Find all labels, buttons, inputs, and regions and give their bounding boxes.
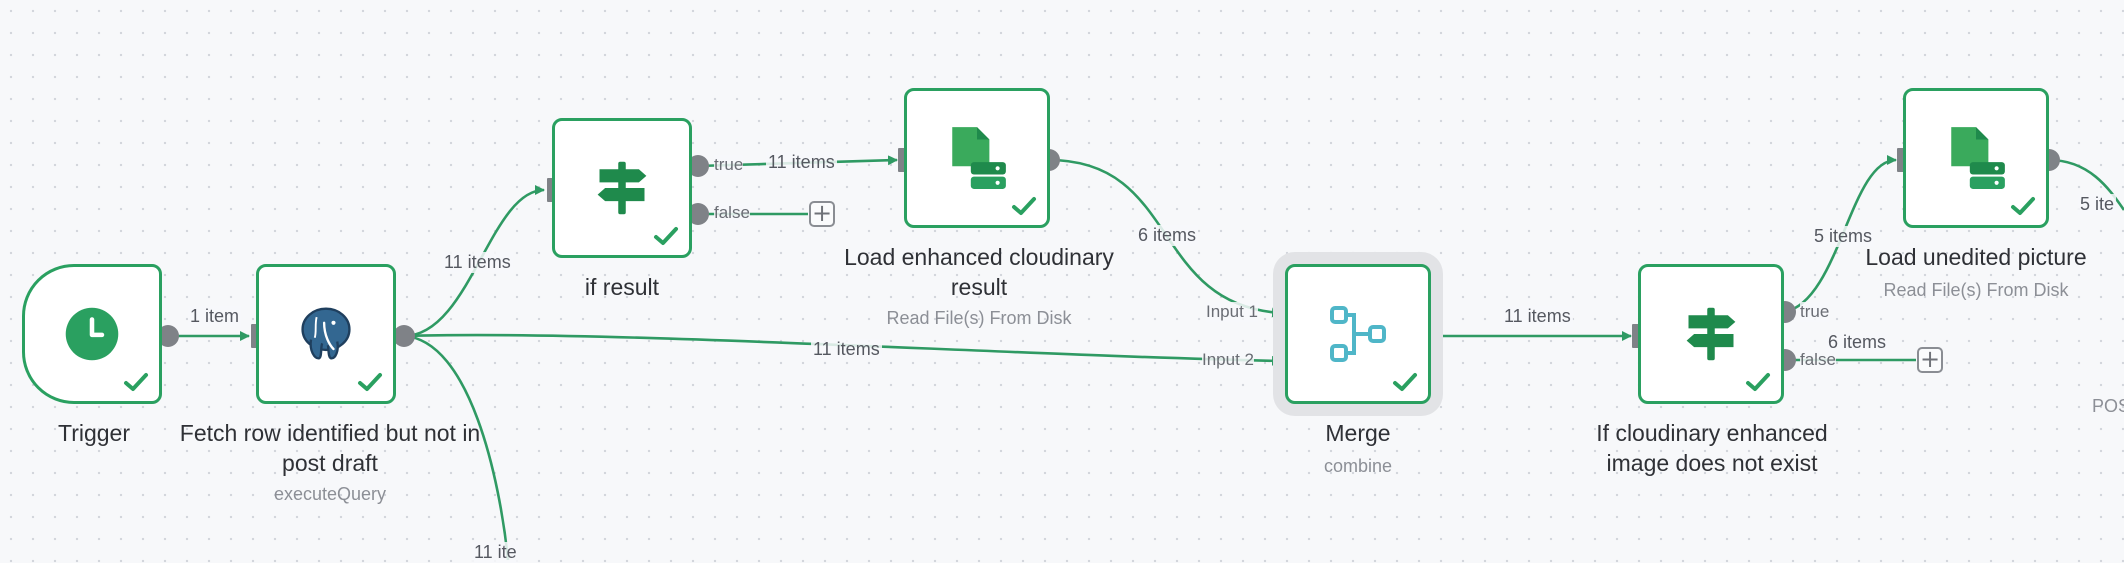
success-check-icon [1746,373,1770,391]
node-subtitle: Read File(s) From Disk [1883,280,2069,300]
edge-label-item-count: 5 ite [2078,194,2117,215]
edge-label-item-count: 6 items [1136,225,1199,246]
node-load-unedited[interactable] [1903,88,2049,228]
port-label-false: false [714,203,750,223]
output-port[interactable] [393,325,415,347]
port-label-true: true [714,155,744,175]
success-check-icon [2011,197,2035,215]
edge-label-item-count: 5 items [1812,226,1875,247]
port-label-true: true [1800,302,1830,322]
node-title: Load unedited picture [1865,244,2087,270]
output-port-true[interactable] [687,155,709,177]
edge-label-item-count: 11 items [811,339,882,360]
edge-fetch-down[interactable] [403,334,510,561]
success-check-icon [1393,373,1417,391]
success-check-icon [1012,197,1036,215]
file-disk-icon [952,127,1006,189]
port-label-input-2: Input 2 [1202,350,1254,370]
node-title: Trigger [58,420,130,446]
output-port[interactable] [157,325,179,347]
output-port-false[interactable] [687,203,709,225]
node-title: Merge [1325,420,1391,446]
node-trigger[interactable] [22,264,162,404]
node-title: Load enhanced cloudinary result [844,244,1114,300]
node-subtitle: Read File(s) From Disk [886,308,1072,328]
signpost-icon [597,161,647,215]
node-title: If cloudinary enhanced image does not ex… [1596,420,1828,476]
signpost-icon [1686,307,1736,361]
node-subtitle: combine [1323,456,1393,476]
success-check-icon [654,227,678,245]
node-merge[interactable] [1285,264,1431,404]
node-if-result[interactable] [552,118,692,258]
postgres-elephant-icon [301,307,351,360]
node-title: Fetch row identified but not in post dra… [179,420,481,476]
add-node-button[interactable]: + [1917,347,1943,373]
node-fetch-row[interactable] [256,264,396,404]
node-title: if result [584,274,660,300]
edge-label-item-count: 1 item [188,306,242,327]
port-label-input-1: Input 1 [1206,302,1258,322]
merge-icon [1330,306,1386,362]
clock-icon [65,307,119,361]
edge-label-item-count: 11 ite [472,542,519,563]
node-load-enhanced[interactable] [904,88,1050,228]
file-disk-icon [1951,127,2005,189]
node-subtitle: executeQuery [273,484,387,504]
edge-label-item-count: 11 items [442,252,513,273]
edge-label-item-count: 11 items [1502,306,1573,327]
node-if-cloudinary[interactable] [1638,264,1784,404]
port-label-false: false [1800,350,1836,370]
offscreen-node-label: POS [2092,396,2124,416]
success-check-icon [358,373,382,391]
edge-load-unedited-out[interactable] [2048,158,2124,211]
add-node-button[interactable]: + [809,201,835,227]
edge-label-item-count: 6 items [1826,332,1889,353]
success-check-icon [124,373,148,391]
edge-label-item-count: 11 items [766,152,837,173]
